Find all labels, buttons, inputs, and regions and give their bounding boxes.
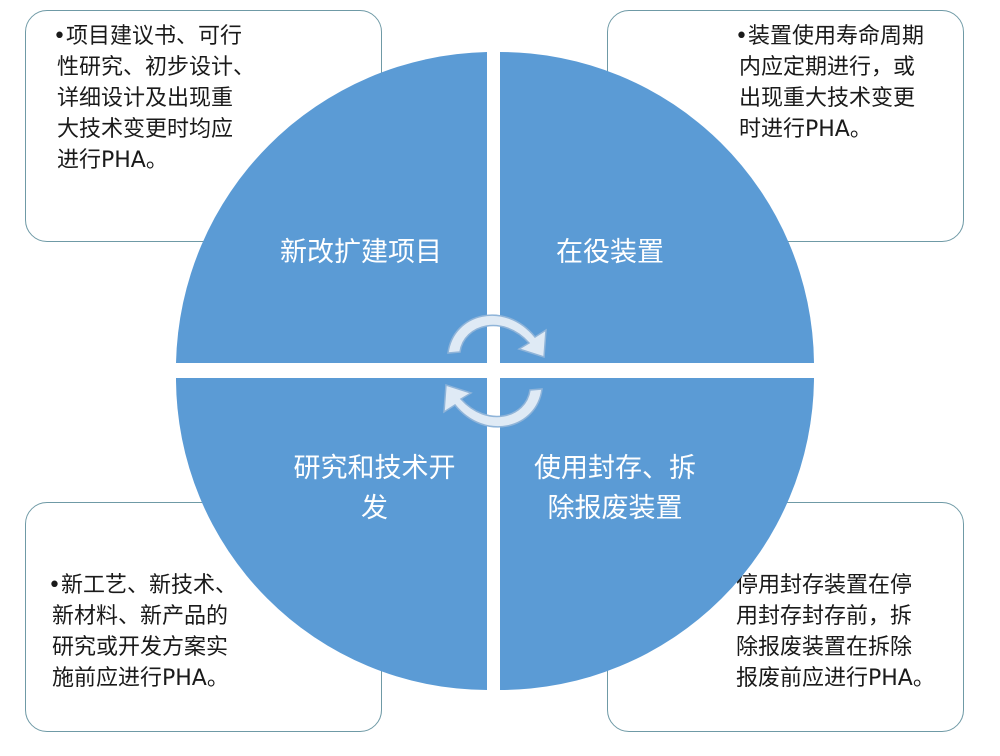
note-line: 施前应进行PHA。 xyxy=(52,666,229,691)
quadrant-label-new-projects: 新改扩建项目 xyxy=(246,233,476,273)
note-line: 出现重大技术变更 xyxy=(739,86,916,111)
quadrant-label-line: 研究和技术开 xyxy=(293,453,456,484)
note-line: 性研究、初步设计、 xyxy=(57,55,256,80)
quadrant-label-in-service: 在役装置 xyxy=(510,233,710,273)
quadrant-label-decommission: 使用封存、拆 除报废装置 xyxy=(510,449,720,529)
quadrant-top-left xyxy=(176,52,487,363)
note-line: •装置使用寿命周期 xyxy=(735,24,924,49)
quadrant-bottom-right xyxy=(500,378,814,690)
quadrant-bottom-left xyxy=(176,378,487,690)
cycle-arrow-top-icon xyxy=(447,314,547,359)
quadrant-label-line: 除报废装置 xyxy=(547,493,683,524)
quadrant-label-line: 使用封存、拆 xyxy=(534,453,696,484)
note-line: 报废前应进行PHA。 xyxy=(736,666,935,691)
quadrant-label-line: 发 xyxy=(361,493,388,524)
note-line: 研究或开发方案实 xyxy=(52,635,229,660)
note-line: 新材料、新产品的 xyxy=(52,604,229,629)
note-line: 进行PHA。 xyxy=(57,148,168,173)
quadrant-label-line: 新改扩建项目 xyxy=(280,237,442,268)
note-line: •项目建议书、可行 xyxy=(53,24,242,49)
cycle-arrow-bottom-icon xyxy=(443,383,543,428)
note-line: •新工艺、新技术、 xyxy=(48,573,237,598)
note-line: 停用封存装置在停 xyxy=(736,573,913,598)
quadrant-label-line: 在役装置 xyxy=(556,237,664,268)
note-line: 大技术变更时均应 xyxy=(57,117,234,142)
note-line: 时进行PHA。 xyxy=(739,117,872,142)
note-line: 详细设计及出现重 xyxy=(57,86,234,111)
note-line: 除报废装置在拆除 xyxy=(736,635,913,660)
note-line: 内应定期进行，或 xyxy=(739,55,916,80)
quadrant-label-research: 研究和技术开 发 xyxy=(272,449,477,529)
note-line: 用封存封存前，拆 xyxy=(736,604,913,629)
quadrant-top-right xyxy=(500,52,814,363)
